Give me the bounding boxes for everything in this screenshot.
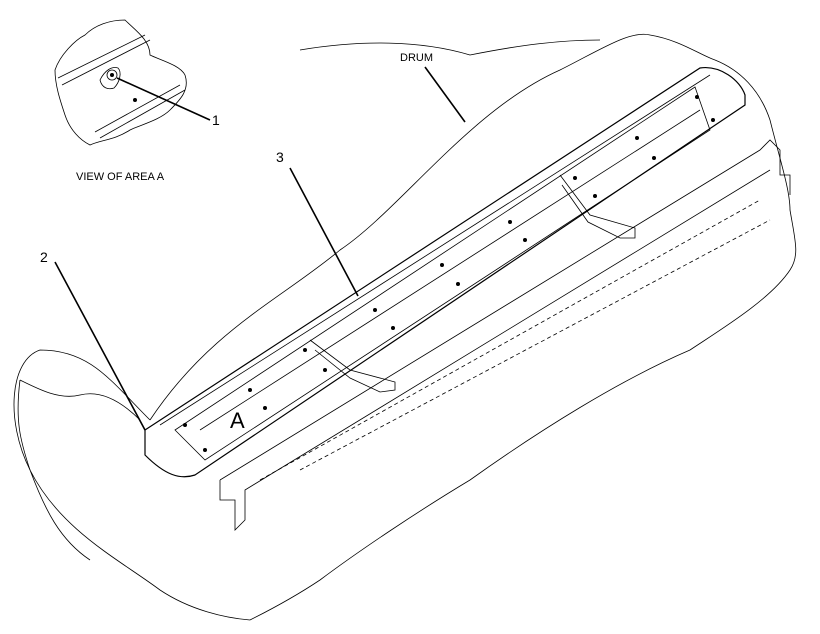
- bolt-hole: [523, 238, 527, 242]
- bolt-hole: [593, 194, 597, 198]
- callout-3: 3: [276, 149, 284, 165]
- drum-label: DRUM: [400, 52, 433, 64]
- drum-top-wave: [299, 39, 601, 56]
- drum-inner-curve: [19, 379, 141, 421]
- leader-2: [54, 261, 146, 431]
- bolt-hole: [695, 95, 699, 99]
- frame-rail: [219, 139, 791, 531]
- leader-drum: [424, 66, 466, 123]
- bolt-hole: [456, 282, 460, 286]
- callout-2: 2: [40, 249, 48, 265]
- area-letter: A: [230, 408, 245, 433]
- leader-1: [116, 77, 211, 121]
- drum-left-side: [17, 379, 31, 471]
- scraper-inner-line: [199, 109, 701, 431]
- bolt-hole: [203, 448, 207, 452]
- bolt-hole: [711, 118, 715, 122]
- drum-outline: [13, 33, 797, 621]
- callout-1: 1: [212, 112, 220, 128]
- bracket-right: [559, 174, 636, 239]
- frame-dashed-1: [259, 199, 761, 481]
- scraper-strip: [144, 67, 746, 478]
- scraper-inner-edge: [174, 86, 711, 461]
- bolt-hole: [183, 423, 187, 427]
- bolt-hole: [440, 263, 444, 267]
- detail-view: [54, 19, 187, 146]
- scraper-top-edge: [159, 74, 711, 426]
- frame-dashed-2: [299, 219, 771, 471]
- bolt-hole: [373, 308, 377, 312]
- bolt-hole: [303, 348, 307, 352]
- bolt-hole: [508, 220, 512, 224]
- leader-3: [289, 167, 359, 297]
- bolt-hole: [635, 136, 639, 140]
- bolt-hole: [652, 156, 656, 160]
- bracket-left: [309, 339, 396, 393]
- bolt-hole: [573, 176, 577, 180]
- bolt-hole: [323, 368, 327, 372]
- view-label: VIEW OF AREA A: [76, 171, 165, 183]
- bolt-hole: [391, 326, 395, 330]
- bolt-hole: [248, 388, 252, 392]
- bolt-hole: [263, 406, 267, 410]
